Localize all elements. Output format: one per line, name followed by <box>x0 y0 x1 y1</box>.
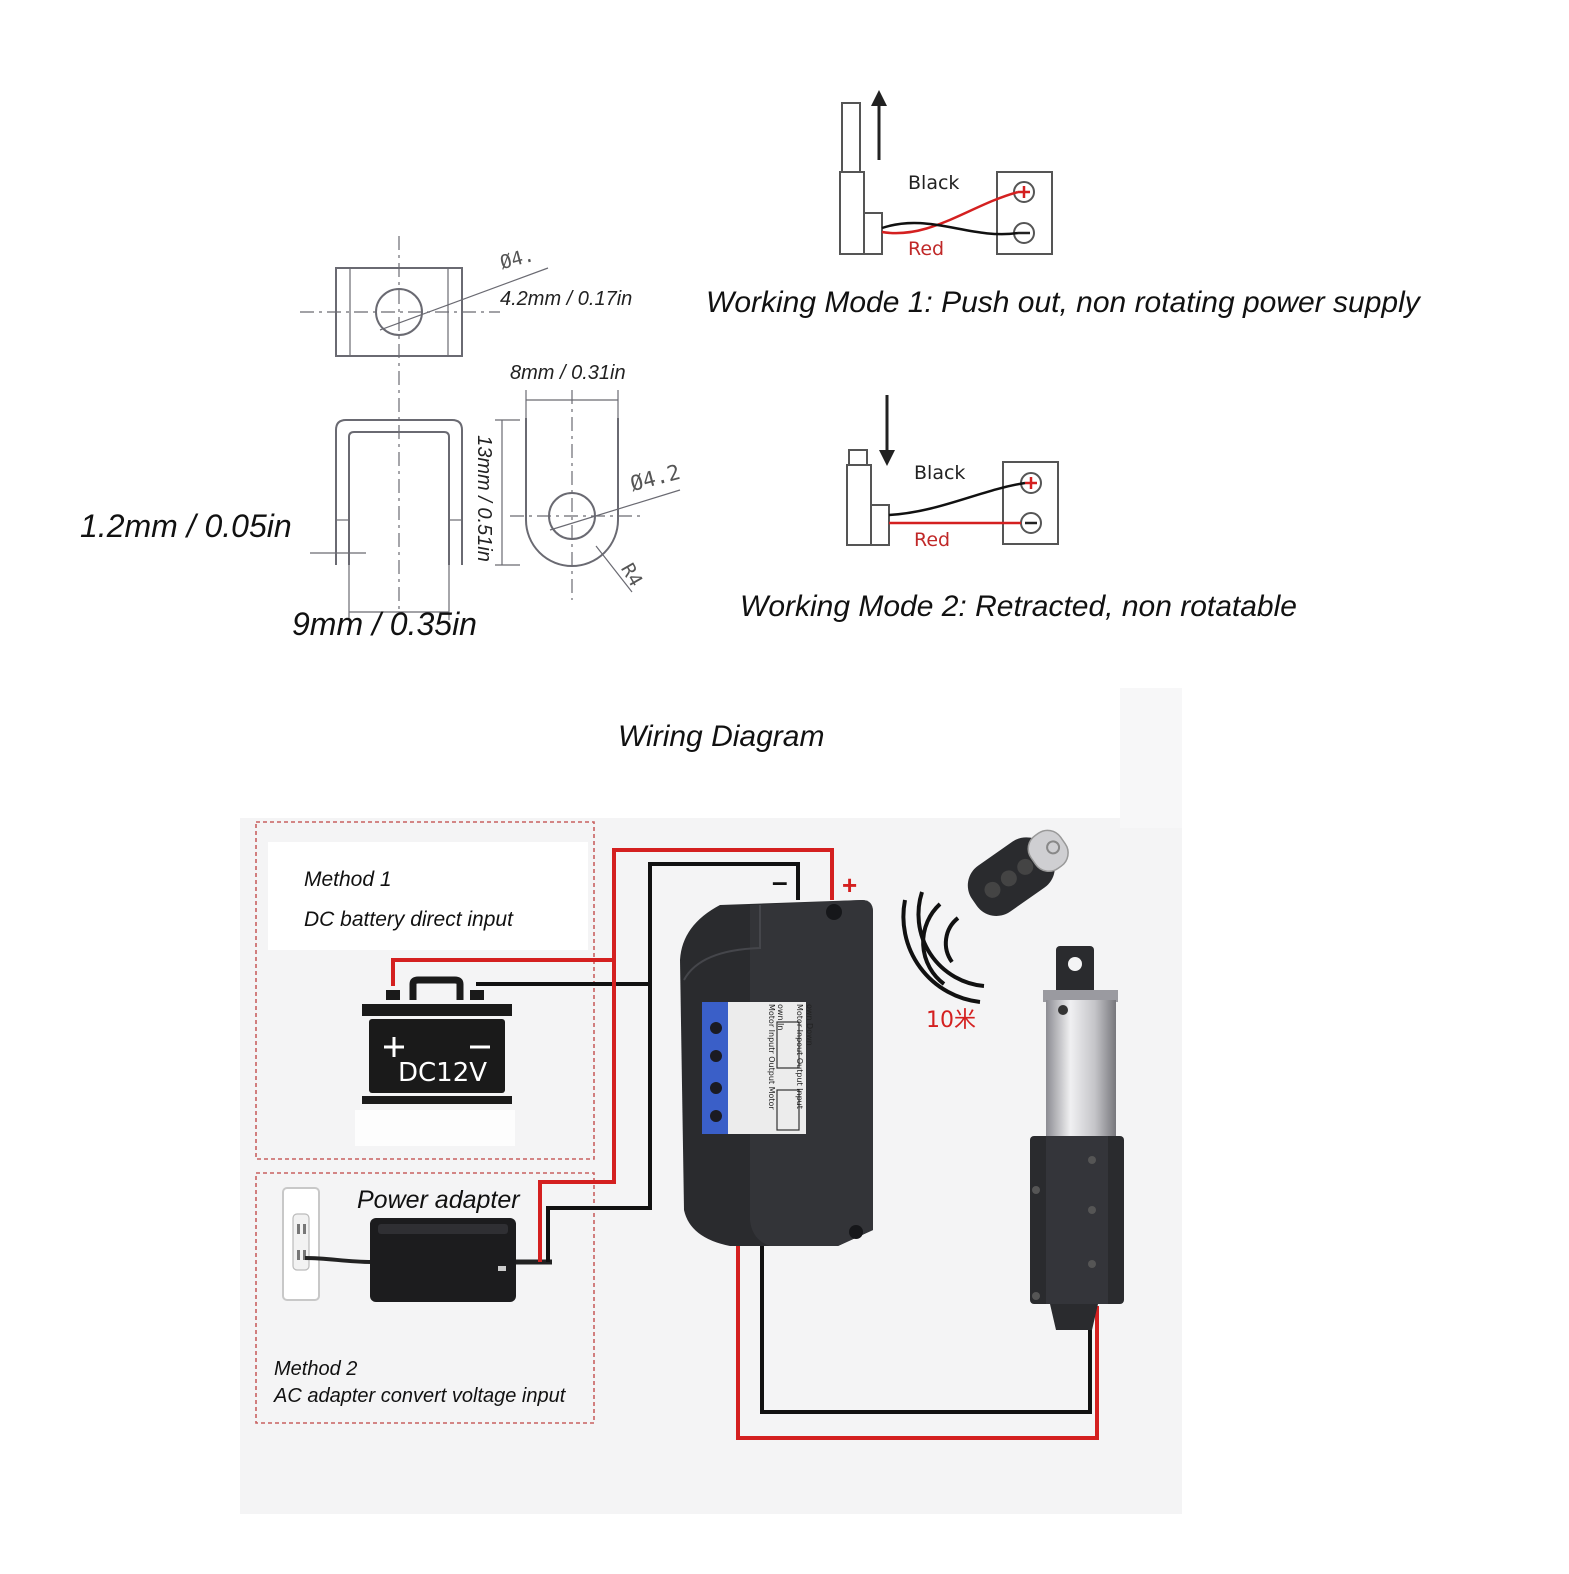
controller-plus-label: + <box>842 870 858 900</box>
height-dimension-label: 13mm / 0.51in <box>472 435 495 562</box>
controller-text-4: Input <box>795 1088 805 1109</box>
mode1-black-wire <box>881 221 1019 236</box>
mode1-black-label: Black <box>908 172 960 194</box>
method1-description: DC battery direct input <box>304 908 513 931</box>
method2-box <box>255 1172 595 1424</box>
mode2-black-label: Black <box>914 462 966 484</box>
bracket-u-shape <box>335 419 463 565</box>
range-label: 10米 <box>926 1008 976 1033</box>
mode2-actuator <box>846 449 890 546</box>
output-red-wire <box>736 1240 1099 1440</box>
output-black-wire <box>760 1240 1092 1414</box>
main-red-wire <box>538 848 834 1262</box>
method2-title: Method 2 <box>274 1358 358 1380</box>
bracket-drawing <box>300 236 681 620</box>
mode2-black-wire <box>888 481 1026 517</box>
mode2-diagram <box>846 395 1059 546</box>
battery-icon <box>362 976 512 1104</box>
method1-box <box>255 821 595 1160</box>
controller-module <box>680 900 873 1246</box>
adapter-cable <box>304 1256 373 1264</box>
main-black-wire <box>546 862 800 1262</box>
width-dimension-label: 8mm / 0.31in <box>510 362 626 384</box>
hole-dimension-label: 4.2mm / 0.17in <box>500 288 633 310</box>
mode1-arrow-up-icon <box>871 90 887 160</box>
battery-red-wire <box>391 958 614 986</box>
controller-text-1: Motor <box>795 1004 805 1028</box>
mode2-title: Working Mode 2: Retracted, non rotatable <box>740 590 1297 623</box>
mode2-red-label: Red <box>914 529 951 551</box>
controller-text-0: own Down <box>805 1004 814 1046</box>
power-adapter-icon <box>370 1218 516 1302</box>
mode1-red-label: Red <box>908 238 945 260</box>
method2-description: AC adapter convert voltage input <box>274 1385 566 1407</box>
mode2-minus-terminal-icon <box>1020 512 1042 534</box>
wiring-title: Wiring Diagram <box>618 720 825 753</box>
mode1-diagram <box>839 90 1053 255</box>
mode1-title: Working Mode 1: Push out, non rotating p… <box>706 286 1420 319</box>
battery-label: DC12V <box>398 1058 488 1088</box>
controller-text-2: Inpout <box>795 1029 805 1056</box>
wireless-signal-icon <box>901 891 985 1004</box>
controller-label-text: own Down Motor Inpout Output Input own I… <box>698 1004 814 1136</box>
controller-minus-label: – <box>772 866 788 897</box>
controller-text-8: Output <box>767 1056 776 1085</box>
mode2-arrow-down-icon <box>879 395 895 466</box>
thickness-dimension-label: 1.2mm / 0.05in <box>80 508 292 544</box>
input-wires <box>391 848 834 1262</box>
controller-text-3: Output <box>795 1057 805 1086</box>
battery-black-wire <box>476 982 650 986</box>
output-wires <box>736 1240 1099 1440</box>
controller-text-7: Inputr <box>767 1029 776 1054</box>
controller-text-5: own In <box>776 1004 786 1031</box>
remote-control-icon <box>967 829 1069 916</box>
mode1-red-wire <box>881 190 1019 235</box>
controller-text-9: Motor <box>767 1086 776 1110</box>
power-adapter-label: Power adapter <box>357 1186 520 1214</box>
method1-title: Method 1 <box>304 868 392 891</box>
linear-actuator-icon <box>1030 946 1124 1330</box>
inner-width-dimension-label: 9mm / 0.35in <box>292 606 477 642</box>
mode1-actuator <box>839 102 883 255</box>
controller-text-6: Motor <box>767 1004 776 1028</box>
wall-outlet-icon <box>282 1187 320 1301</box>
